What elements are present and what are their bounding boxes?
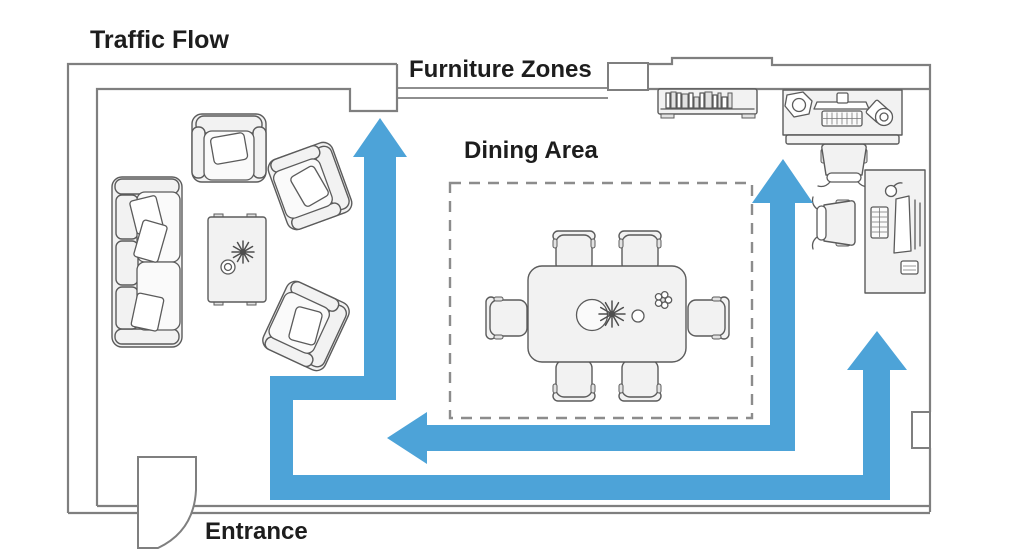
- wall-outer-left-top: [66, 62, 397, 513]
- corner-desk: [864, 169, 926, 294]
- monitor-icon: [813, 92, 870, 110]
- sofa: [111, 176, 183, 348]
- dining-zone-outline: [448, 181, 754, 420]
- dining-chair-icon: [552, 359, 596, 402]
- dining-chair-icon: [618, 359, 662, 402]
- dining-chair-icon: [485, 296, 528, 340]
- armchair-rotated-lower-icon: [258, 277, 354, 375]
- centerpiece-icon: [598, 300, 626, 328]
- vertical-monitor-icon: [893, 195, 912, 254]
- furniture-zones-label: Furniture Zones: [406, 56, 595, 84]
- keyboard-icon: [821, 110, 863, 127]
- wall-bottom: [68, 504, 930, 515]
- armchair-rotated-upper-icon: [264, 138, 356, 234]
- traffic-flow-arrows: [270, 118, 907, 500]
- mouse-icon: [884, 182, 903, 198]
- entrance-door-icon: [137, 456, 197, 549]
- room-walls: [66, 56, 932, 515]
- bookshelf: [657, 88, 758, 119]
- traffic-flow-label: Traffic Flow: [90, 26, 229, 54]
- office-chair-icon: [817, 143, 871, 188]
- dining-area-label: Dining Area: [464, 137, 598, 164]
- entrance-label: Entrance: [205, 518, 308, 545]
- cup-icon: [631, 309, 645, 323]
- coffee-table: [207, 213, 267, 306]
- plant-icon: [231, 240, 255, 264]
- wall-segment: [607, 62, 649, 91]
- tray-icon: [900, 260, 919, 275]
- speaker-icon: [914, 199, 921, 250]
- corner-desk-chair-icon: [811, 196, 856, 250]
- desk-lamp-icon: [784, 91, 813, 118]
- vertical-keyboard-icon: [870, 206, 889, 239]
- dining-chair-icon: [687, 296, 730, 340]
- wall-inner-left-top-bay: [95, 64, 399, 506]
- books-icon: [665, 91, 733, 109]
- dining-set: [485, 230, 730, 402]
- wall-outer-top-right: [648, 56, 932, 412]
- armchair-icon: [191, 113, 267, 183]
- desk: [782, 89, 903, 145]
- window-top-icon: [397, 87, 608, 99]
- flower-icon: [654, 290, 673, 310]
- traffic-arrow-elbow: [387, 159, 813, 464]
- mug-icon: [865, 99, 894, 127]
- window-right-icon: [911, 411, 931, 449]
- plate-icon: [575, 298, 609, 332]
